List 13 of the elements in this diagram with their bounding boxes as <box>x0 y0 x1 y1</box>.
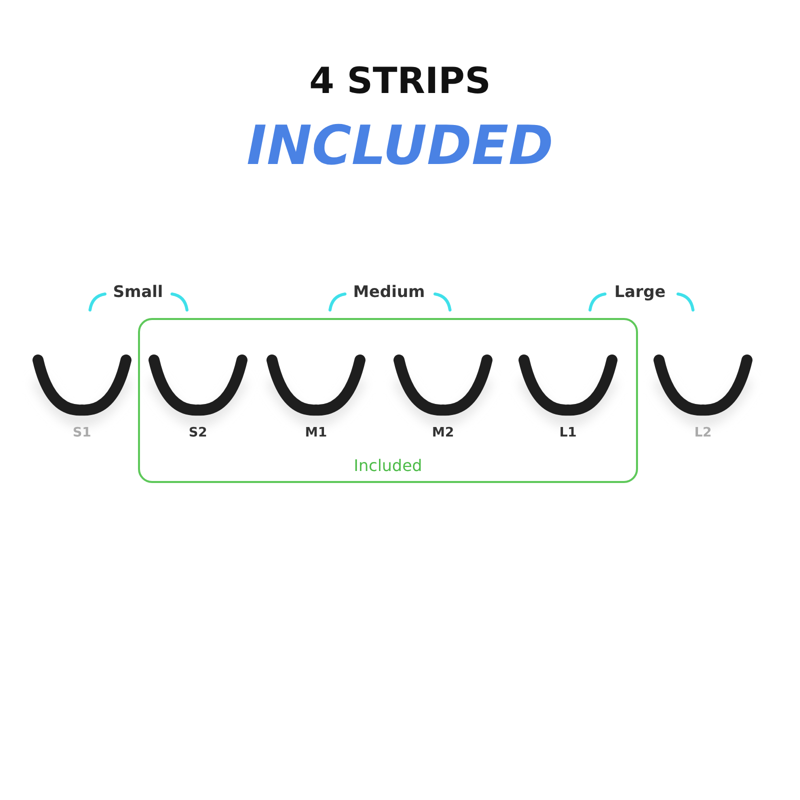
heading: INCLUDED <box>246 119 554 173</box>
group-frame <box>138 318 638 483</box>
strip-label: S1 <box>72 426 92 440</box>
size-label: Small <box>113 284 163 300</box>
strip-label: S2 <box>188 426 208 440</box>
title: 4 STRIPS <box>309 64 491 100</box>
strip-label: M1 <box>305 426 327 440</box>
strip-label: M2 <box>432 426 454 440</box>
size-label: Medium <box>353 284 425 300</box>
group-label: Included <box>354 456 422 475</box>
size-label: Large <box>614 284 666 300</box>
strip-label: L2 <box>694 426 712 440</box>
strip-label: L1 <box>559 426 577 440</box>
